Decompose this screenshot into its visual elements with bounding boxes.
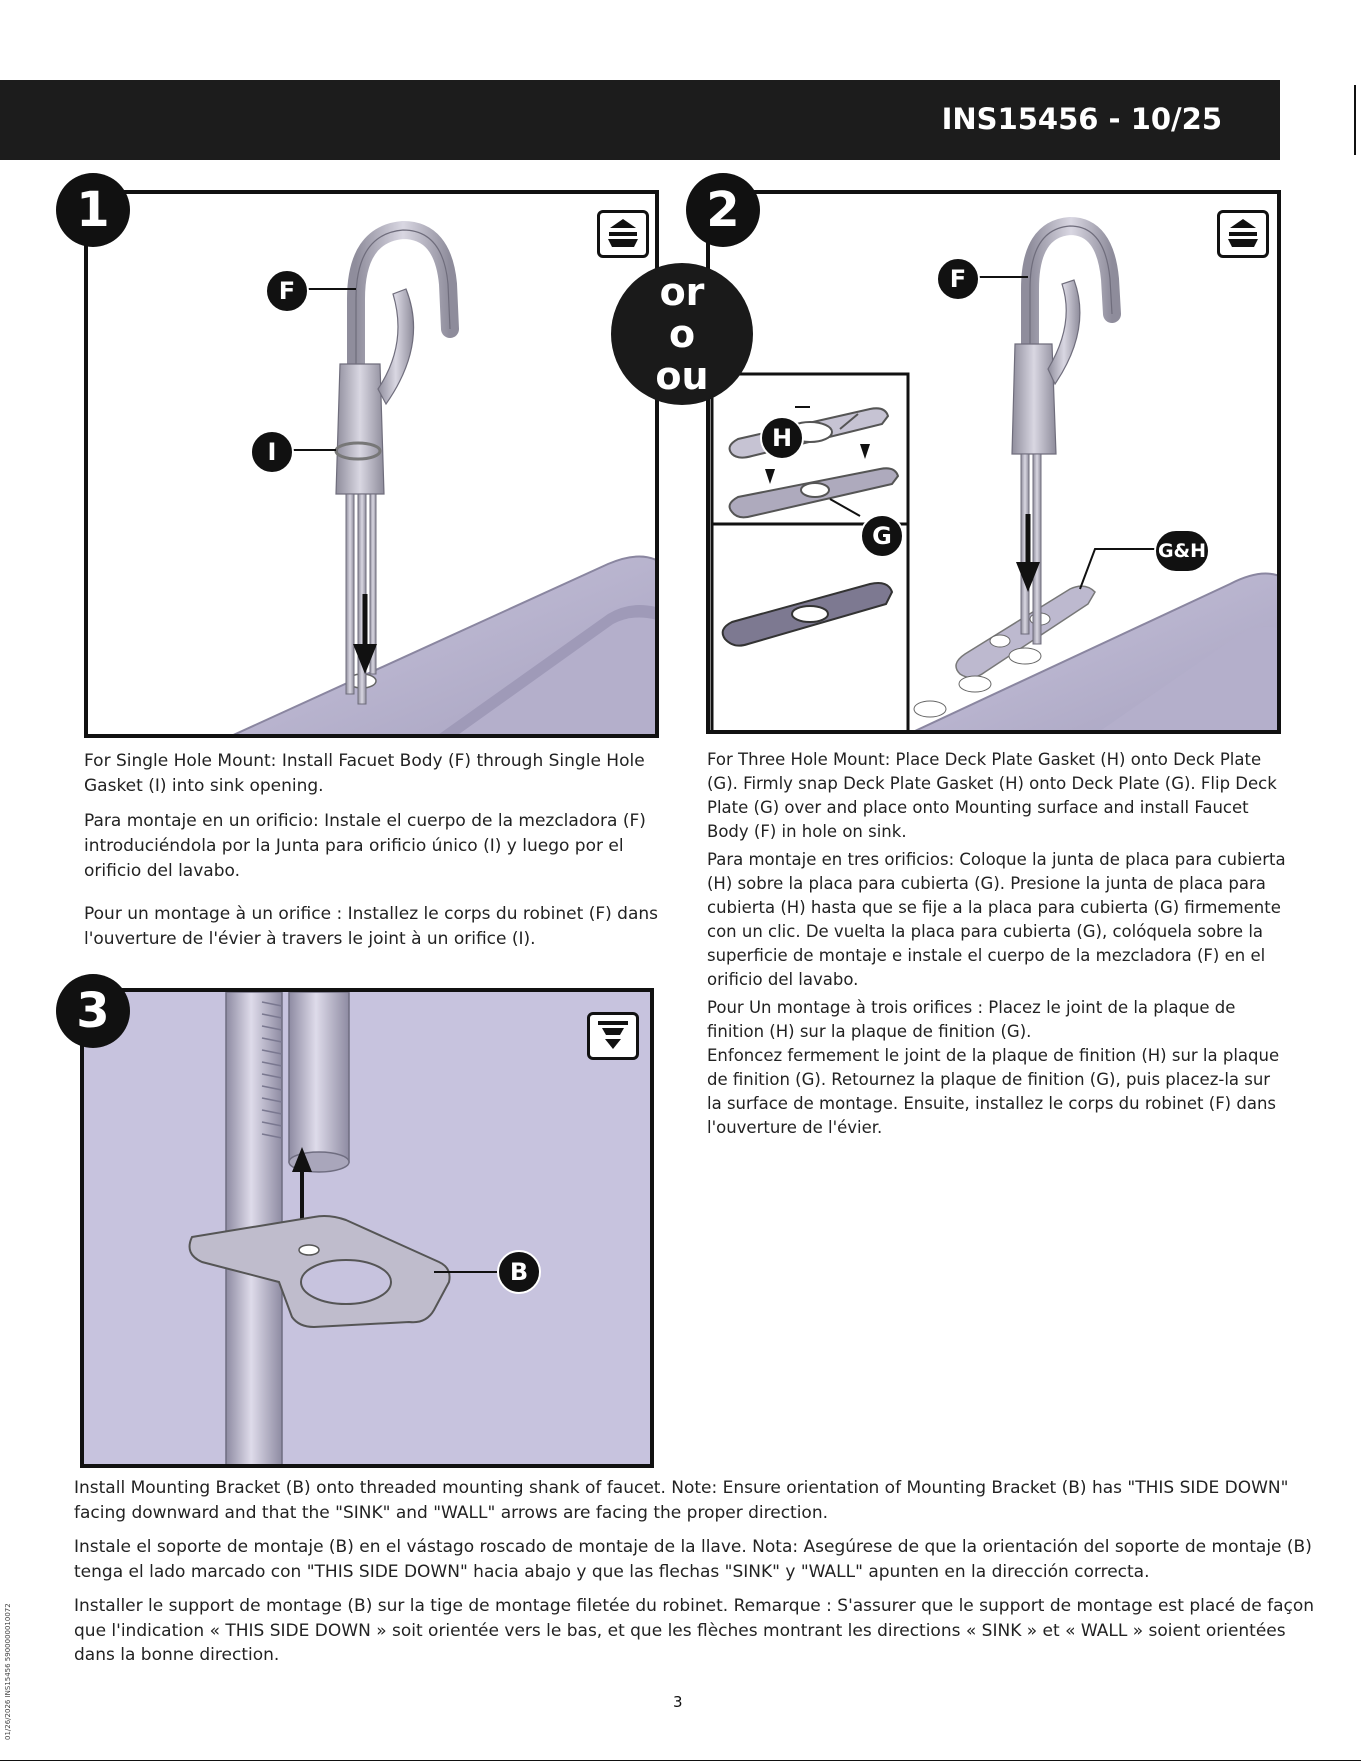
step-3-number: 3 <box>56 974 130 1048</box>
step-2-text-spanish: Para montaje en tres orificios: Coloque … <box>707 850 1286 989</box>
step-1-text-english: For Single Hole Mount: Install Facuet Bo… <box>84 751 645 796</box>
or-separator: or o ou <box>611 263 753 405</box>
above-counter-icon <box>597 210 649 258</box>
step-1-text-spanish: Para montaje en un orificio: Instale el … <box>84 811 646 881</box>
callout-g: G <box>860 514 904 558</box>
step-2-drawing <box>710 216 1277 730</box>
side-document-code: 01/26/2026 INS15456 5900000010072 <box>4 1603 12 1740</box>
callout-h: H <box>760 416 804 460</box>
step-2-number: 2 <box>686 173 760 247</box>
step-1-drawing <box>233 220 655 734</box>
step-3-instructions: Install Mounting Bracket (B) onto thread… <box>74 1476 1324 1678</box>
callout-f-step1: F <box>265 269 309 313</box>
step-3-text-french: Installer le support de montage (B) sur … <box>74 1596 1315 1665</box>
step-2-illustration: F H G G&H <box>706 190 1281 734</box>
step-3-illustration: B <box>80 988 654 1468</box>
or-english: or <box>659 270 705 314</box>
step-1-instructions: For Single Hole Mount: Install Facuet Bo… <box>84 749 664 962</box>
or-french: ou <box>655 354 709 398</box>
edge-mark <box>1354 85 1356 155</box>
callout-i-step1: I <box>250 430 294 474</box>
above-counter-icon <box>1217 210 1269 258</box>
step-2-instructions: For Three Hole Mount: Place Deck Plate G… <box>707 748 1287 1150</box>
step-2-text-english: For Three Hole Mount: Place Deck Plate G… <box>707 750 1277 841</box>
step-3-text-spanish: Instale el soporte de montaje (B) en el … <box>74 1537 1312 1582</box>
step-3-drawing <box>84 992 650 1464</box>
below-counter-icon <box>587 1012 639 1060</box>
step-2-text-french-1: Pour Un montage à trois orifices : Place… <box>707 998 1236 1041</box>
step-1-text-french: Pour un montage à un orifice : Installez… <box>84 904 658 949</box>
header-bar: INS15456 - 10/25 <box>0 80 1280 160</box>
step-3-text-english: Install Mounting Bracket (B) onto thread… <box>74 1478 1289 1523</box>
step-2-text-french-2: Enfoncez fermement le joint de la plaque… <box>707 1046 1280 1137</box>
callout-g-and-h: G&H <box>1154 529 1210 573</box>
page-number: 3 <box>673 1693 683 1711</box>
document-number: INS15456 - 10/25 <box>941 102 1222 136</box>
or-spanish: o <box>668 312 696 356</box>
step-1-number: 1 <box>56 173 130 247</box>
callout-b: B <box>497 1250 541 1294</box>
callout-f-step2: F <box>936 257 980 301</box>
step-1-illustration: F I <box>84 190 659 738</box>
